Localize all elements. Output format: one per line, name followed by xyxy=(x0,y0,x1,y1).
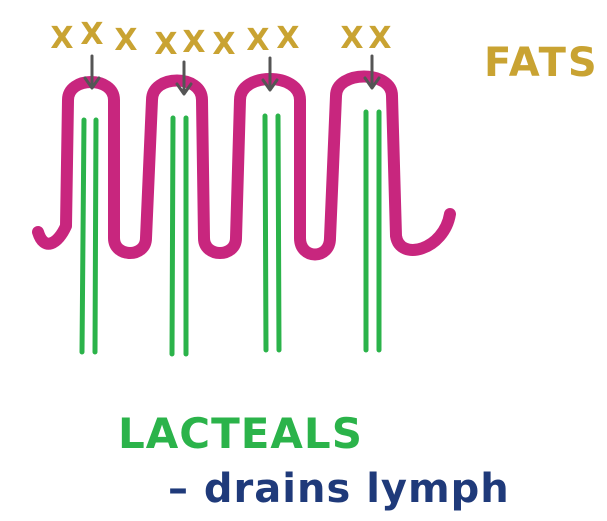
fat-mark: X xyxy=(276,21,299,56)
lacteal-line xyxy=(265,116,266,350)
fat-marks-group: X X X X X X X X X X xyxy=(50,17,391,62)
fat-mark: X xyxy=(212,27,235,62)
fat-mark: X xyxy=(368,21,391,56)
villi-wall xyxy=(38,77,450,255)
fat-mark: X xyxy=(246,23,269,58)
lacteal-line xyxy=(82,120,84,352)
fat-mark: X xyxy=(80,17,103,52)
fats-label: FATS xyxy=(484,40,599,86)
fat-mark: X xyxy=(340,21,363,56)
lacteal-line xyxy=(172,118,173,354)
lacteal-line xyxy=(278,116,279,350)
arrow-down-icon xyxy=(85,56,99,88)
lacteals-label: LACTEALS xyxy=(118,409,363,458)
fat-mark: X xyxy=(154,27,177,62)
fat-mark: X xyxy=(114,23,137,58)
fat-mark: X xyxy=(182,25,205,60)
fat-mark: X xyxy=(50,21,73,56)
drains-lymph-label: – drains lymph xyxy=(168,466,510,512)
lacteal-line xyxy=(95,120,96,352)
